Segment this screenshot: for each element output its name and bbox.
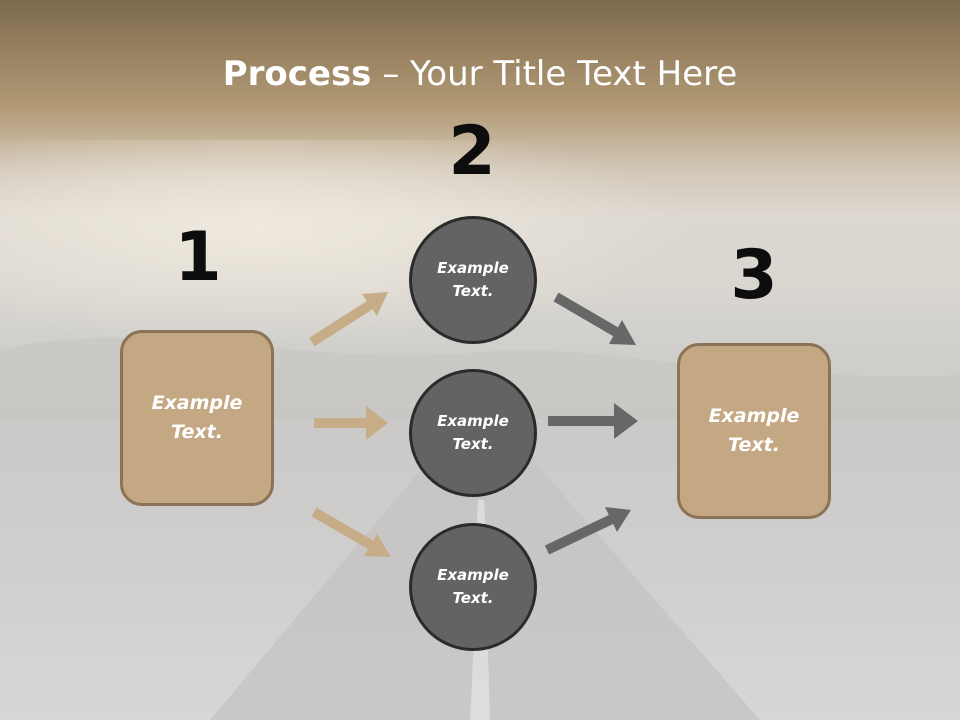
title-bold: Process	[222, 54, 372, 94]
step-number-1: 1	[174, 218, 222, 297]
step-2-circle-middle[interactable]: Example Text.	[409, 369, 537, 497]
circle-label: Example Text.	[437, 412, 509, 453]
step-1-label: Example Text.	[151, 392, 243, 443]
step-2-circle-top[interactable]: Example Text.	[409, 216, 537, 344]
step-2-circle-bottom[interactable]: Example Text.	[409, 523, 537, 651]
circle-label: Example Text.	[437, 259, 509, 300]
title-rest: – Your Title Text Here	[371, 54, 738, 94]
step-number-2: 2	[448, 112, 496, 191]
step-3-label: Example Text.	[708, 405, 800, 456]
slide-title: Process – Your Title Text Here	[0, 52, 960, 96]
step-3-box[interactable]: Example Text.	[677, 343, 831, 519]
step-1-box[interactable]: Example Text.	[120, 330, 274, 506]
circle-label: Example Text.	[437, 566, 509, 607]
step-number-3: 3	[730, 236, 778, 315]
